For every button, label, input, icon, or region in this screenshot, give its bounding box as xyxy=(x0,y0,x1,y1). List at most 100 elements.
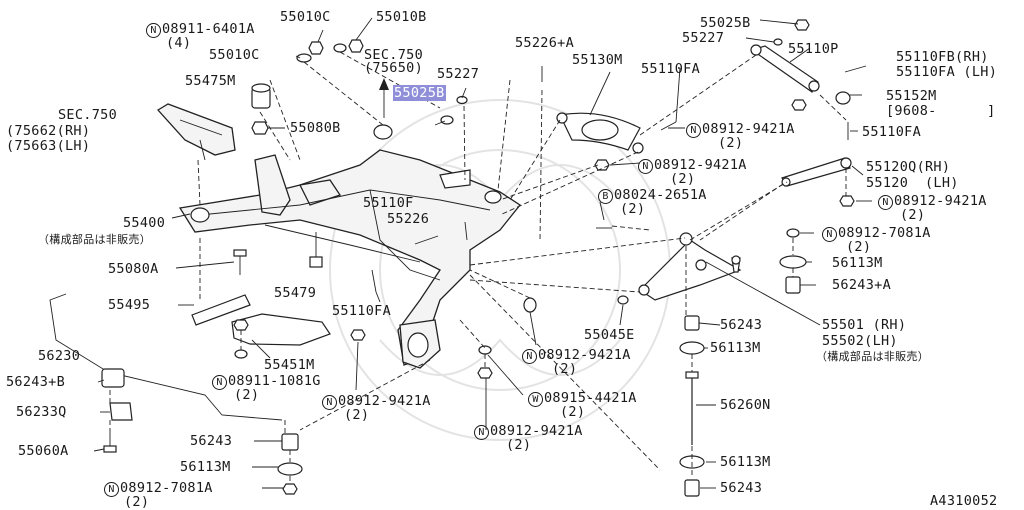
label-55110fa-top: 55110FA xyxy=(641,61,700,77)
link-55110p xyxy=(750,19,851,111)
label-sec750-lh: (75663(LH) xyxy=(6,138,91,154)
label-55227-top: 55227 xyxy=(437,66,480,82)
label-55502-lh: 55502(LH) xyxy=(822,333,898,349)
label-56113m-bl: 56113M xyxy=(180,459,231,475)
label-55110p: 55110P xyxy=(788,41,839,57)
label-56243b: 56243+B xyxy=(6,374,65,390)
bushing-55475m xyxy=(251,83,271,135)
leader-lines xyxy=(93,17,872,489)
label-55226: 55226 xyxy=(387,211,430,227)
label-56230: 56230 xyxy=(38,348,81,364)
label-56233q: 56233Q xyxy=(16,404,67,420)
label-56260n: 56260N xyxy=(720,397,771,413)
label-55495: 55495 xyxy=(108,297,151,313)
label-55080a: 55080A xyxy=(108,261,159,277)
label-56113m-r2: 56113M xyxy=(710,340,761,356)
label-55025b-tr: 55025B xyxy=(700,15,751,31)
link-55120 xyxy=(781,157,855,207)
label-qty-2-e: (2) xyxy=(670,171,696,187)
label-55060a: 55060A xyxy=(18,443,69,459)
circle-n-icon: N xyxy=(638,159,653,174)
stabilizer-bar xyxy=(49,293,303,495)
label-sec750-top: SEC.750 xyxy=(364,47,423,63)
label-55130m: 55130M xyxy=(572,52,623,68)
label-not-sold-2: （構成部品は非販売） xyxy=(816,350,929,363)
label-55501-rh: 55501 (RH) xyxy=(822,317,907,333)
label-55010c-2: 55010C xyxy=(209,47,260,63)
label-qty-2-b: (2) xyxy=(124,494,150,510)
label-55120q-rh: 55120Q(RH) xyxy=(866,159,951,175)
label-sec750-top-code: (75650) xyxy=(364,60,423,76)
label-55120-lh: 55120 (LH) xyxy=(866,175,959,191)
label-55152m: 55152M xyxy=(886,88,937,104)
label-qty-2-d: (2) xyxy=(718,135,744,151)
label-55025b-highlighted[interactable]: 55025B xyxy=(393,85,446,101)
label-55110fa-lh: 55110FA (LH) xyxy=(896,64,998,80)
circle-n-icon: N xyxy=(146,23,161,38)
label-qty-4: (4) xyxy=(166,35,192,51)
label-56113m-r3: 56113M xyxy=(720,454,771,470)
rear-subframe xyxy=(178,124,521,369)
label-55400: 55400 xyxy=(123,215,166,231)
label-56243a: 56243+A xyxy=(832,277,891,293)
diagram-id: A4310052 xyxy=(930,493,998,509)
mid-hardware xyxy=(371,65,867,379)
label-56243-bl: 56243 xyxy=(190,433,233,449)
label-qty-2-a: (2) xyxy=(234,387,260,403)
label-55080b: 55080B xyxy=(290,120,341,136)
left-bracket-part xyxy=(156,103,236,161)
circle-n-icon: N xyxy=(104,482,119,497)
label-56243-r: 56243 xyxy=(720,317,763,333)
label-qty-2-f: (2) xyxy=(620,201,646,217)
circle-n-icon: N xyxy=(474,425,489,440)
arm-55130m xyxy=(556,112,644,154)
label-qty-2-h: (2) xyxy=(846,239,872,255)
label-not-sold-1: （構成部品は非販売） xyxy=(38,233,151,246)
label-55152m-date: [9608- ] xyxy=(886,103,996,119)
label-55110fb-rh: 55110FB(RH) xyxy=(896,49,989,65)
label-55010c-top: 55010C xyxy=(280,9,331,25)
label-qty-2-g: (2) xyxy=(900,207,926,223)
label-sec750-left: SEC.750 xyxy=(58,107,117,123)
label-qty-2-c: (2) xyxy=(344,407,370,423)
circle-n-icon: N xyxy=(212,375,227,390)
circle-n-icon: N xyxy=(522,349,537,364)
label-55045e: 55045E xyxy=(584,327,635,343)
left-lower-parts xyxy=(191,232,366,359)
circle-n-icon: N xyxy=(878,195,893,210)
top-hardware xyxy=(296,39,468,125)
label-55110fa-mid: 55110FA xyxy=(332,303,391,319)
label-qty-2-i: (2) xyxy=(552,361,578,377)
label-55010b: 55010B xyxy=(376,9,427,25)
label-55451m: 55451M xyxy=(264,357,315,373)
label-55110fa-r: 55110FA xyxy=(862,124,921,140)
label-55479: 55479 xyxy=(274,285,317,301)
label-56113m-r1: 56113M xyxy=(832,255,883,271)
label-sec750-rh: (75662(RH) xyxy=(6,123,91,139)
circle-w-icon: W xyxy=(528,392,543,407)
label-qty-2-k: (2) xyxy=(506,437,532,453)
circle-n-icon: N xyxy=(686,123,701,138)
circle-n-icon: N xyxy=(822,227,837,242)
label-55110f: 55110F xyxy=(363,195,414,211)
label-55475m: 55475M xyxy=(185,73,236,89)
label-55226a: 55226+A xyxy=(515,35,574,51)
label-55227-tr: 55227 xyxy=(682,30,725,46)
label-qty-2-j: (2) xyxy=(560,404,586,420)
sec750-arrow xyxy=(379,78,389,118)
label-56243-r2: 56243 xyxy=(720,480,763,496)
